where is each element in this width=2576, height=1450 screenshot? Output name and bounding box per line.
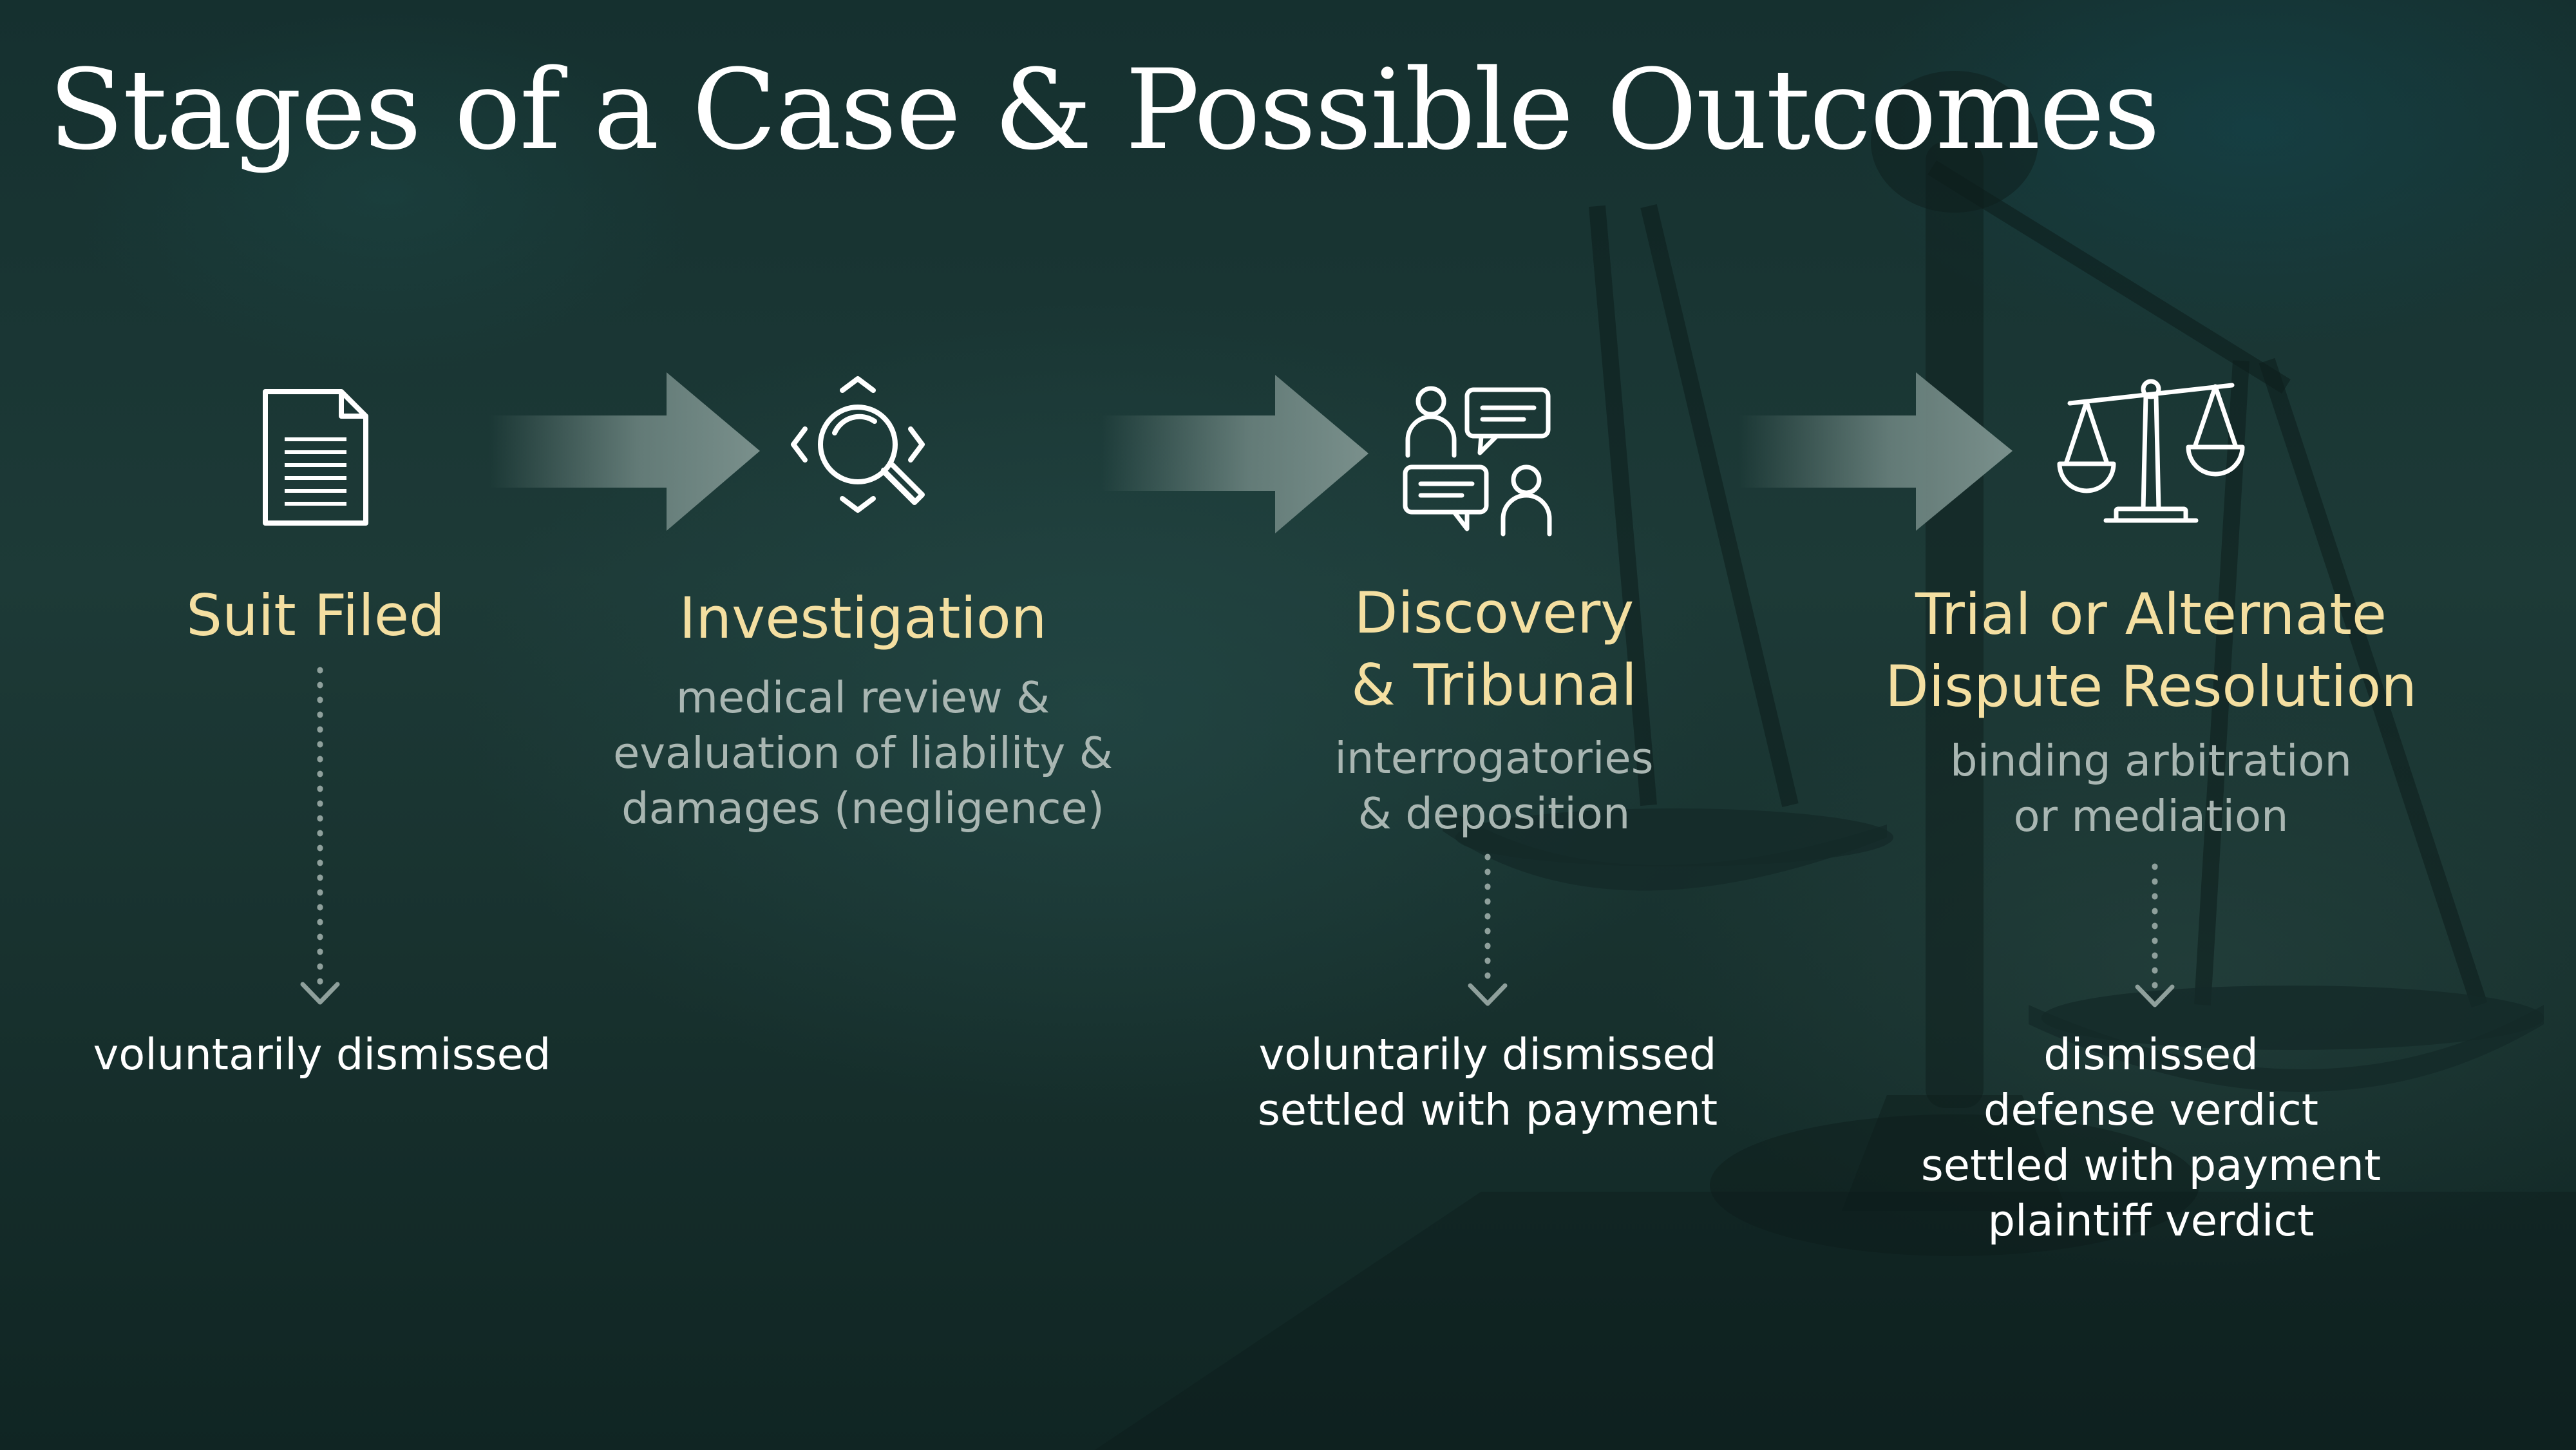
outcomes-discovery: voluntarily dismissed settled with payme… [1198, 1027, 1777, 1138]
stage-name-line: Dispute Resolution [1884, 653, 2418, 720]
magnifier-icon [791, 376, 925, 513]
stage-description-trial-adr: binding arbitration or mediation [1861, 733, 2441, 844]
document-icon [263, 389, 368, 526]
description-line: binding arbitration [1949, 736, 2352, 786]
arrow-suit-to-investigation [489, 372, 760, 531]
stage-description-discovery: interrogatories & deposition [1204, 730, 1784, 841]
description-line: medical review & [676, 673, 1050, 723]
page-title: Stages of a Case & Possible Outcomes [48, 45, 2160, 175]
arrow-discovery-to-trial [1739, 372, 2012, 531]
description-line: interrogatories [1334, 733, 1654, 783]
outcome-item: settled with payment [1257, 1085, 1718, 1135]
outcome-item: defense verdict [1984, 1085, 2318, 1135]
outcome-item: settled with payment [1920, 1140, 2382, 1190]
arrow-investigation-to-discovery [1101, 375, 1368, 533]
stage-name-suit-filed: Suit Filed [103, 580, 528, 652]
stage-name-line: Trial or Alternate [1915, 581, 2387, 647]
outcome-item: plaintiff verdict [1987, 1196, 2315, 1246]
chevron-down-icon [1468, 983, 1508, 1006]
stage-name-discovery-tribunal: Discovery & Tribunal [1236, 577, 1752, 721]
stage-name-line: Discovery [1354, 580, 1634, 646]
chevron-down-icon [2135, 984, 2175, 1007]
stage-description-investigation: medical review & evaluation of liability… [541, 670, 1185, 836]
chevron-down-icon [300, 982, 340, 1005]
outcomes-suit-filed: voluntarily dismissed [64, 1027, 580, 1082]
description-line: evaluation of liability & [613, 728, 1113, 778]
outcomes-trial-adr: dismissed defense verdict settled with p… [1861, 1027, 2441, 1248]
stage-name-line: Investigation [679, 585, 1047, 651]
stage-name-line: & Tribunal [1351, 652, 1637, 718]
description-line: or mediation [2013, 791, 2289, 841]
stage-name-trial-adr: Trial or Alternate Dispute Resolution [1803, 578, 2499, 723]
stage-name-investigation: Investigation [605, 582, 1121, 654]
outcome-item: dismissed [2043, 1029, 2259, 1080]
stage-name-line: Suit Filed [186, 582, 445, 649]
scales-icon [2057, 379, 2245, 523]
description-line: & deposition [1358, 788, 1631, 839]
outcome-item: voluntarily dismissed [1258, 1029, 1717, 1080]
people-chat-icon [1403, 386, 1552, 537]
description-line: damages (negligence) [621, 783, 1104, 834]
outcome-item: voluntarily dismissed [93, 1029, 551, 1080]
